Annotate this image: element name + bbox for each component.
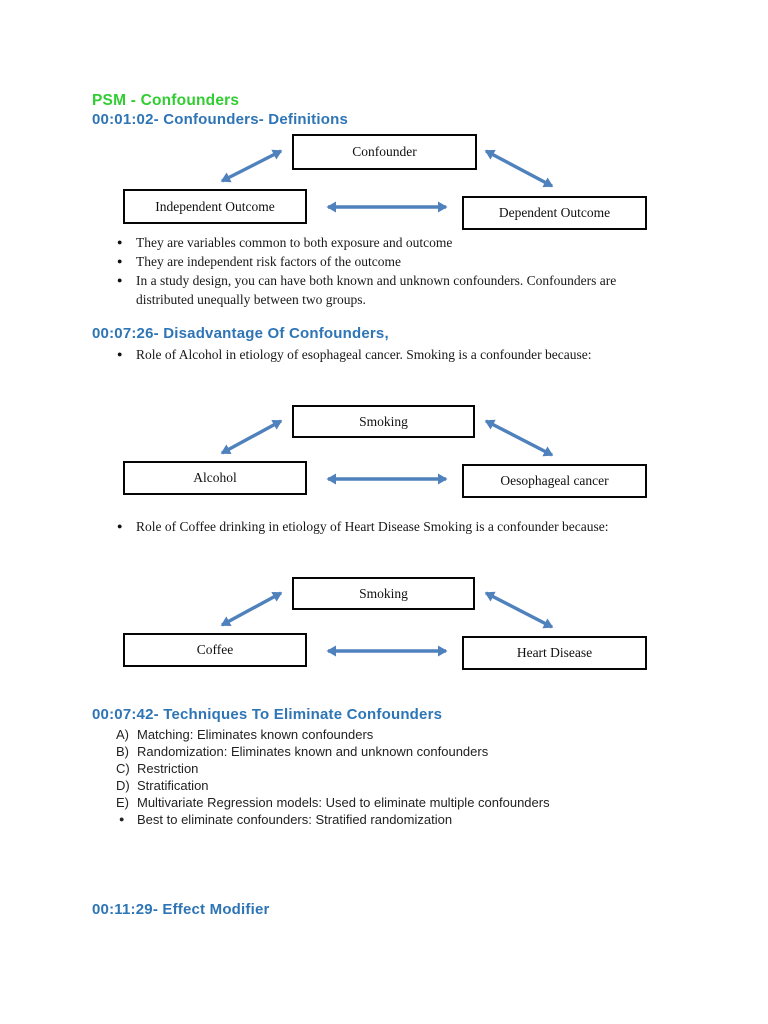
heading-effect-modifier: 00:11:29- Effect Modifier [92,901,270,918]
list-item: E) Multivariate Regression models: Used … [116,794,676,811]
list-marker: D) [116,778,130,793]
heading-techniques: 00:07:42- Techniques To Eliminate Confou… [92,706,443,723]
diagram-box-top: Confounder [292,134,477,170]
list-item: ● They are independent risk factors of t… [117,252,662,271]
arrow-left-diagonal [220,591,283,627]
list-marker: B) [116,744,129,759]
arrow-left-diagonal [220,149,283,183]
bullet-text: They are variables common to both exposu… [136,235,453,250]
heading-disadvantage: 00:07:26- Disadvantage Of Confounders, [92,325,389,342]
diagram-box-top: Smoking [292,577,475,610]
bullet-text: In a study design, you can have both kno… [136,273,617,307]
bullet-icon: ● [117,521,123,531]
diagram-box-left: Coffee [123,633,307,667]
list-item: ● Role of Coffee drinking in etiology of… [117,517,662,536]
diagram-box-top: Smoking [292,405,475,438]
bullet-icon: ● [117,256,123,266]
techniques-list: A) Matching: Eliminates known confounder… [116,726,676,828]
list-text: Best to eliminate confounders: Stratifie… [137,812,453,827]
diagram-box-left: Alcohol [123,461,307,495]
bullet-icon: ● [117,349,123,359]
list-text: Randomization: Eliminates known and unkn… [137,744,489,759]
list-item: A) Matching: Eliminates known confounder… [116,726,676,743]
bullet-icon: ● [117,275,123,285]
diagram-box-right: Oesophageal cancer [462,464,647,498]
list-text: Multivariate Regression models: Used to … [137,795,550,810]
list-item: C) Restriction [116,760,676,777]
definitions-bullet-list: ● They are variables common to both expo… [117,233,662,309]
list-text: Restriction [137,761,199,776]
bullet-text: They are independent risk factors of the… [136,254,402,269]
coffee-bullet: ● Role of Coffee drinking in etiology of… [117,517,662,536]
list-item: D) Stratification [116,777,676,794]
diagram-box-right: Heart Disease [462,636,647,670]
list-item: ● Best to eliminate confounders: Stratif… [116,811,676,828]
list-marker: E) [116,795,129,810]
list-item: ● They are variables common to both expo… [117,233,662,252]
diagram-box-right: Dependent Outcome [462,196,647,230]
list-item: B) Randomization: Eliminates known and u… [116,743,676,760]
list-item: ● Role of Alcohol in etiology of esophag… [117,345,662,364]
diagram-coffee-smoking: Smoking Coffee Heart Disease [0,577,768,677]
bullet-icon: ● [117,237,123,247]
list-marker: C) [116,761,130,776]
arrow-right-diagonal [484,149,554,188]
diagram-confounder: Confounder Independent Outcome Dependent… [0,134,768,234]
list-marker: A) [116,727,129,742]
bullet-text: Role of Coffee drinking in etiology of H… [136,519,609,534]
arrow-right-diagonal [484,591,554,629]
diagram-box-left: Independent Outcome [123,189,307,224]
arrow-right-diagonal [484,419,554,457]
heading-confounders-definitions: 00:01:02- Confounders- Definitions [92,111,348,128]
diagram-alcohol-smoking: Smoking Alcohol Oesophageal cancer [0,405,768,505]
list-text: Matching: Eliminates known confounders [137,727,374,742]
list-item: ● In a study design, you can have both k… [117,271,662,309]
bullet-icon: ● [119,814,125,824]
bullet-text: Role of Alcohol in etiology of esophagea… [136,347,592,362]
alcohol-bullet: ● Role of Alcohol in etiology of esophag… [117,345,662,364]
list-text: Stratification [137,778,209,793]
page-title: PSM - Confounders [92,92,240,109]
arrow-left-diagonal [220,419,283,455]
